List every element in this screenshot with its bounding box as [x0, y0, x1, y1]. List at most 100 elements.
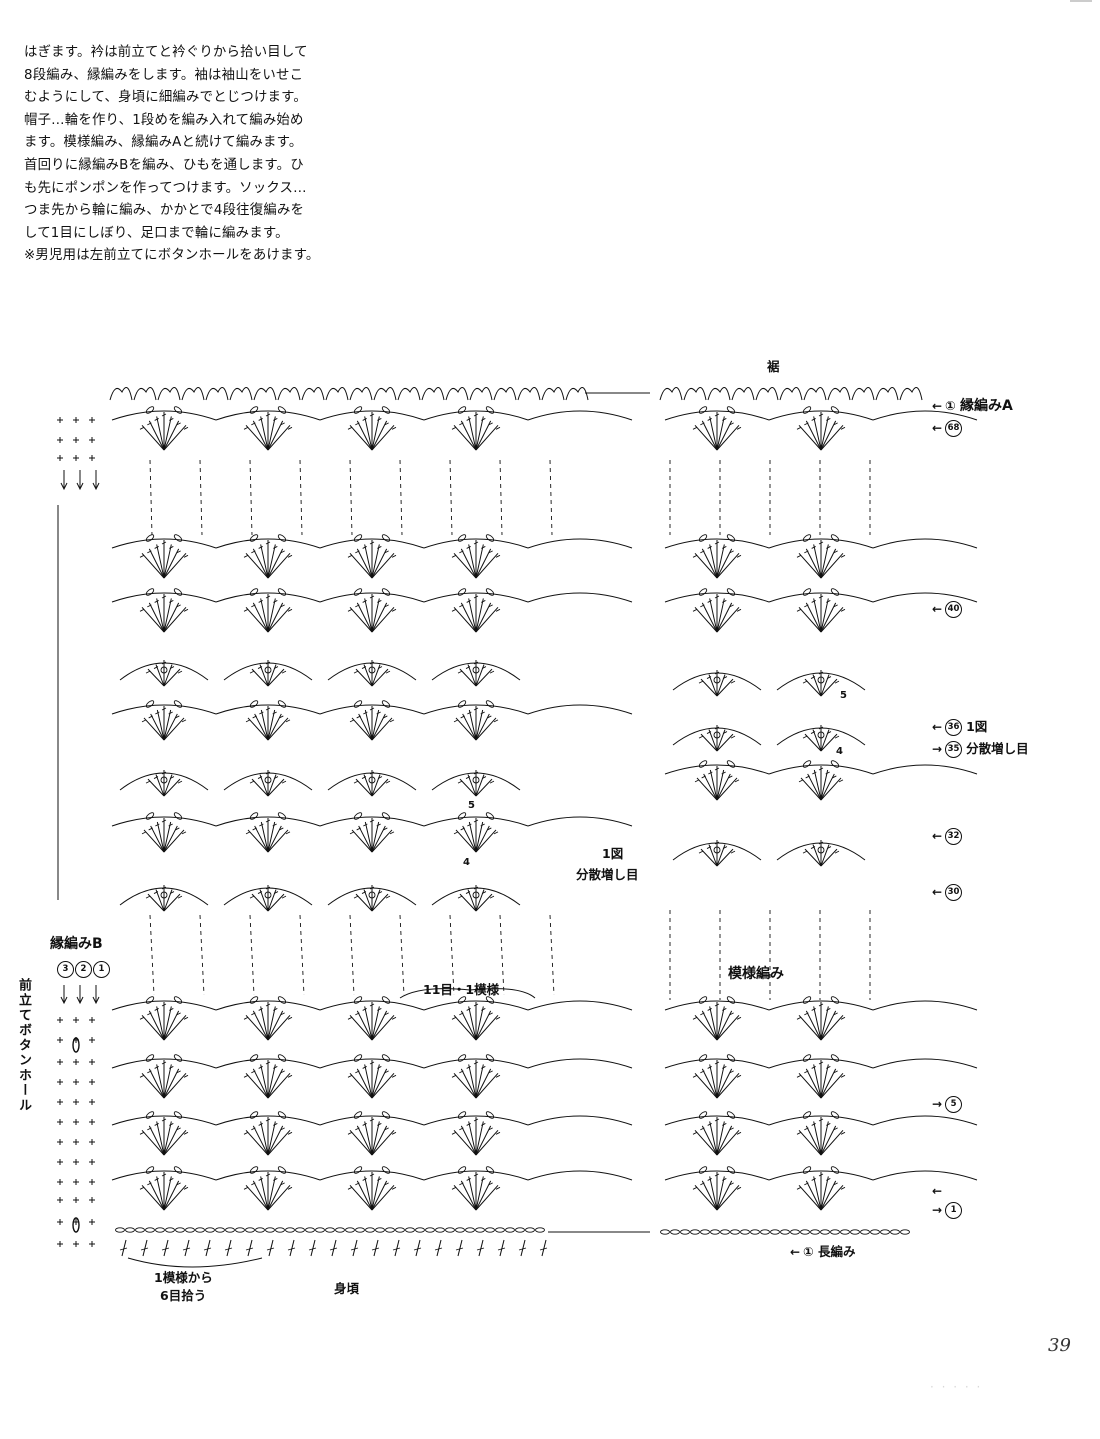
stitch-line: [251, 550, 256, 554]
stitch-line: [481, 1008, 486, 1011]
stitch-line: [716, 1129, 740, 1156]
stitch-line: [709, 598, 718, 633]
chain-stitch: [277, 534, 287, 542]
stitch-line: [451, 1186, 457, 1190]
stitch-path: [76, 996, 84, 1005]
chain-stitch: [457, 812, 467, 820]
stitch-line: [260, 1176, 269, 1211]
chain-ring: [160, 776, 168, 784]
chain-stitch: [485, 1227, 495, 1233]
stitch-line: [169, 1123, 174, 1126]
stitch-line: [473, 886, 479, 890]
stitch-line: [796, 608, 802, 612]
chain-stitch: [255, 1227, 265, 1233]
stitch-line: [820, 544, 829, 579]
stitch-line: [147, 422, 152, 426]
chain-ring: [264, 666, 272, 674]
stitch-line: [267, 893, 285, 912]
stitch-path: [111, 816, 633, 827]
stitch-line: [147, 1127, 152, 1131]
stitch-line: [161, 771, 167, 775]
stitch-line: [493, 719, 499, 723]
chain-stitch: [381, 1111, 391, 1119]
chain-stitch: [145, 406, 155, 414]
stitch-line: [488, 1127, 493, 1131]
stitch-line: [156, 1176, 165, 1211]
stitch-line: [252, 602, 269, 633]
stitch-line: [377, 600, 382, 603]
stitch-line: [709, 1006, 718, 1041]
stitch-line: [155, 774, 165, 797]
stitch-line: [391, 1074, 397, 1078]
stitch-line: [473, 541, 479, 545]
stitch-line: [265, 819, 271, 823]
chain-stitch: [249, 812, 259, 820]
stitch-line: [163, 1014, 187, 1041]
stitch-line: [833, 550, 838, 554]
stitch-line: [453, 552, 477, 579]
stitch-line: [805, 1180, 822, 1211]
chain-ring: [713, 731, 721, 739]
stitch-path: [731, 387, 755, 401]
stitch-line: [347, 1074, 353, 1078]
stitch-line: [287, 1247, 296, 1251]
chain-stitch: [810, 1229, 820, 1235]
stitch-line: [716, 848, 734, 867]
stitch-line: [265, 1061, 271, 1065]
stitch-line: [143, 829, 165, 853]
stitch-line: [371, 825, 386, 853]
stitch-line: [460, 548, 477, 579]
stitch-line: [161, 1173, 167, 1177]
stitch-line: [251, 604, 256, 608]
stitch-line: [371, 1121, 380, 1156]
instruction-line: はぎます。衿は前立てと衿ぐりから拾い目して: [24, 45, 308, 60]
stitch-line: [497, 1247, 506, 1251]
stitch-line: [722, 418, 727, 421]
stitch-line: [243, 1186, 249, 1190]
stitch-line: [141, 719, 147, 723]
stitch-line: [148, 1068, 165, 1099]
chain-stitch: [485, 534, 495, 542]
chain-stitch: [353, 534, 363, 542]
stitch-line: [722, 600, 727, 603]
row-number: 40: [945, 601, 963, 618]
chain-ring: [817, 846, 825, 854]
stitch-line: [177, 895, 183, 899]
stitch-line: [245, 1184, 269, 1211]
stitch-line: [371, 709, 380, 741]
row-number: 36: [945, 719, 963, 736]
chain-stitch: [353, 700, 363, 708]
stitch-line: [716, 1064, 725, 1099]
stitch-line: [694, 779, 700, 783]
stitch-line: [363, 889, 373, 912]
stitch-line: [371, 552, 395, 579]
stitch-line: [273, 1008, 278, 1011]
stitch-line: [495, 1131, 501, 1135]
stitch-line: [175, 715, 180, 719]
arrow-left-icon: ←: [932, 421, 943, 435]
stitch-line: [145, 780, 151, 784]
stitch-line: [495, 1074, 501, 1078]
stitch-line: [810, 846, 816, 849]
stitch-line: [267, 829, 289, 853]
stitch-line: [161, 1247, 170, 1251]
stitch-line: [363, 774, 373, 797]
stitch-line: [363, 823, 368, 827]
stitch-line: [692, 1074, 698, 1078]
stitch-line: [161, 661, 167, 665]
long-stitch-label: ←① 長編み: [790, 1241, 856, 1260]
stitch-line: [811, 546, 816, 549]
stitch-line: [369, 707, 375, 711]
stitch-line: [267, 416, 276, 451]
stitch-line: [147, 668, 165, 687]
chain-stitch: [345, 1227, 355, 1233]
chain-stitch: [277, 588, 287, 596]
chain-stitch: [381, 996, 391, 1004]
stitch-line: [377, 418, 382, 421]
stitch-line: [369, 661, 375, 665]
stitch-line: [169, 1008, 174, 1011]
stitch-line: [475, 606, 499, 633]
chain-stitch: [830, 996, 840, 1004]
